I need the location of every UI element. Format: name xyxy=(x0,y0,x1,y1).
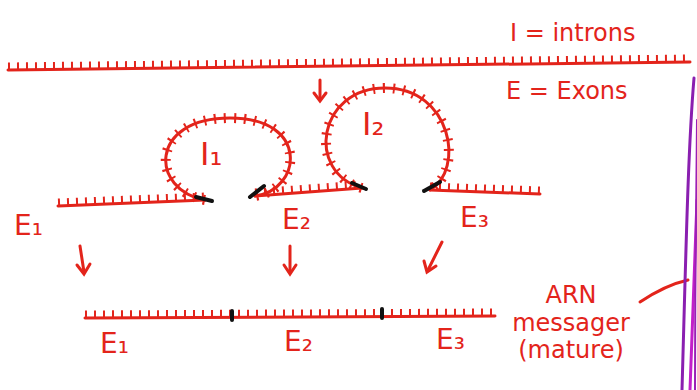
intron-loop xyxy=(326,88,449,190)
arrow-head xyxy=(424,261,436,272)
arrow xyxy=(319,80,322,100)
strand-ticks xyxy=(85,312,495,314)
pre-mrna-strand xyxy=(8,62,690,70)
figure-outline xyxy=(695,120,697,390)
exon-label: E₂ xyxy=(284,326,313,358)
intron-label: I₁ xyxy=(200,136,222,173)
strand-ticks xyxy=(8,58,690,66)
strand-ticks xyxy=(430,186,540,190)
splice-site xyxy=(196,197,212,201)
splice-site xyxy=(250,186,264,197)
exon-junction xyxy=(230,311,234,320)
exon-label: E₁ xyxy=(14,210,43,242)
exon-label: E₁ xyxy=(100,328,129,360)
exon-label: E₂ xyxy=(282,204,311,236)
legend-note: E = Exons xyxy=(506,78,628,106)
mature-mrna-strand xyxy=(85,316,495,318)
exon-label: E₃ xyxy=(460,202,489,234)
splice-site xyxy=(424,182,440,191)
arrow-head xyxy=(314,93,326,101)
arrow-head xyxy=(284,265,296,274)
arrow-head xyxy=(77,264,90,274)
loop-ticks xyxy=(166,118,291,200)
arrow xyxy=(289,246,292,272)
exon-label: E₃ xyxy=(436,324,465,356)
legend-note: I = introns xyxy=(510,20,635,48)
mrna-label: ARN messager (mature) xyxy=(505,282,637,365)
intron-label: I₂ xyxy=(362,106,384,143)
splice-site xyxy=(352,183,366,189)
exon-junction xyxy=(380,309,384,318)
pointer-line xyxy=(640,280,688,302)
intron-loop xyxy=(166,118,291,200)
loop-ticks xyxy=(326,88,449,190)
